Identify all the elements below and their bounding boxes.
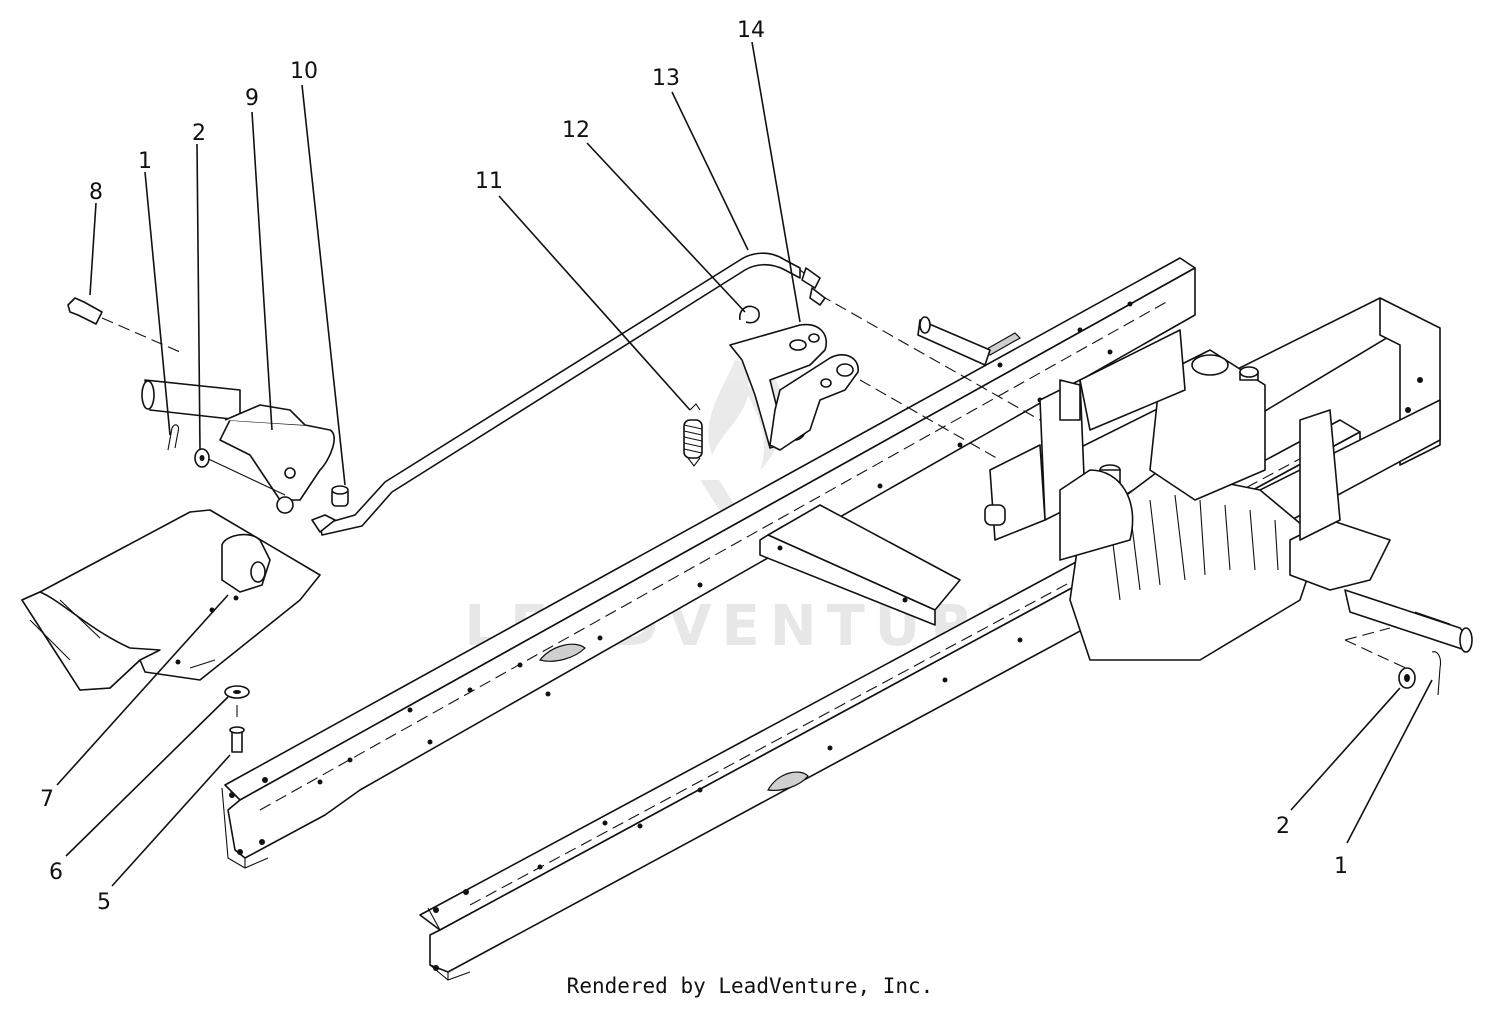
callout-11: 11 [475, 169, 503, 194]
leader-lines [56, 41, 1433, 887]
washer-right [1398, 667, 1416, 689]
callout-14: 14 [737, 18, 765, 43]
brake-bracket [729, 323, 1001, 461]
brake-rod [319, 252, 1041, 536]
cotter-pin-left [167, 424, 179, 451]
upper-frame-rail [221, 257, 1196, 869]
callout-10: 10 [290, 59, 318, 84]
callout-2: 2 [192, 121, 206, 146]
callout-13: 13 [652, 66, 680, 91]
rod-end [311, 514, 336, 533]
callout-1: 1 [138, 149, 152, 174]
callout-1-right: 1 [1334, 854, 1348, 879]
callout-6: 6 [49, 860, 63, 885]
foot-pedal [21, 509, 321, 691]
cotter-pin-right [1431, 651, 1442, 696]
pedal-arm [141, 379, 335, 514]
bolt-8 [67, 297, 181, 353]
callout-labels: 8 1 2 9 10 11 12 13 14 7 6 5 2 1 [40, 18, 1348, 915]
callout-7: 7 [40, 787, 54, 812]
bushing-10 [331, 485, 349, 507]
callout-5: 5 [97, 890, 111, 915]
callout-8: 8 [89, 180, 103, 205]
cross-member [759, 504, 961, 626]
washer-6 [224, 685, 250, 699]
transaxle [917, 316, 1473, 661]
callout-9: 9 [245, 86, 259, 111]
spring [683, 403, 703, 467]
washer-left [194, 448, 210, 468]
bolt-5 [229, 705, 245, 753]
hub-guide [1344, 627, 1411, 671]
callout-12: 12 [562, 118, 590, 143]
callout-2-right: 2 [1276, 814, 1290, 839]
render-credit: Rendered by LeadVenture, Inc. [566, 974, 934, 998]
